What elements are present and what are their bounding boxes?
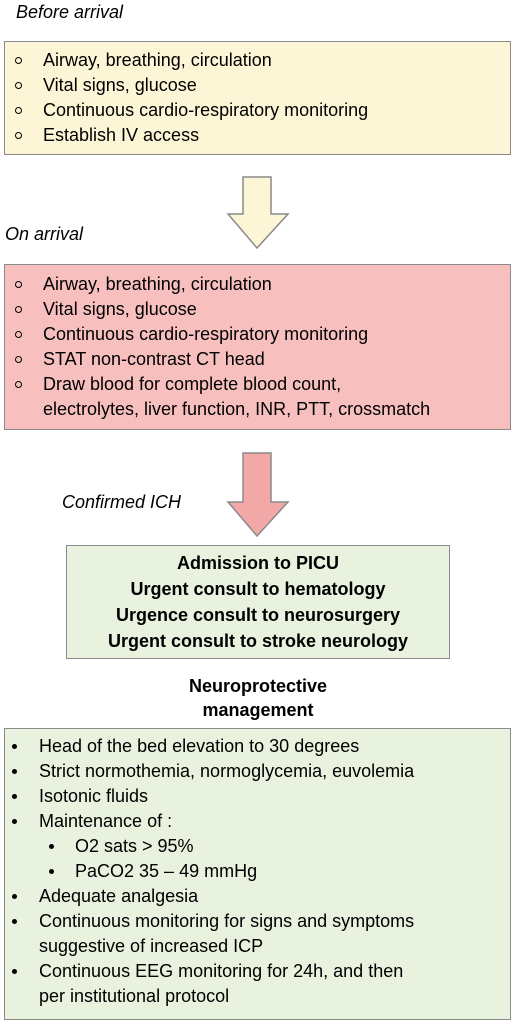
list-item: Establish IV access xyxy=(13,123,368,148)
down-arrow-icon xyxy=(226,452,290,538)
before-arrival-box xyxy=(4,41,511,155)
circle-bullet-icon xyxy=(15,306,22,313)
circle-bullet-icon xyxy=(15,356,22,363)
bullet-icon xyxy=(12,969,17,974)
list-item-continuation: per institutional protocol xyxy=(39,986,230,1006)
list-item: Airway, breathing, circulation xyxy=(13,272,430,297)
bullet-icon xyxy=(12,794,17,799)
list-item: Continuous cardio-respiratory monitoring xyxy=(13,98,368,123)
list-item: Continuous monitoring for signs and symp… xyxy=(9,909,414,934)
circle-bullet-icon xyxy=(15,82,22,89)
on-arrival-list: Airway, breathing, circulation Vital sig… xyxy=(13,272,430,422)
neuroprotective-list: Head of the bed elevation to 30 degrees … xyxy=(9,734,414,1009)
bullet-icon xyxy=(49,844,54,849)
bullet-icon xyxy=(12,819,17,824)
bullet-icon xyxy=(12,894,17,899)
list-item: STAT non-contrast CT head xyxy=(13,347,430,372)
list-item: Strict normothemia, normoglycemia, euvol… xyxy=(9,759,414,784)
list-item-continuation: electrolytes, liver function, INR, PTT, … xyxy=(43,399,431,419)
list-item: Adequate analgesia xyxy=(9,884,414,909)
on-arrival-box xyxy=(4,264,511,430)
circle-bullet-icon xyxy=(15,57,22,64)
action-line: Urgence consult to neurosurgery xyxy=(115,605,401,625)
action-line: Urgent consult to stroke neurology xyxy=(107,631,409,651)
circle-bullet-icon xyxy=(15,107,22,114)
confirmed-actions-box xyxy=(66,545,450,659)
sub-list-item: O2 sats > 95% xyxy=(9,834,414,859)
list-item: Continuous cardio-respiratory monitoring xyxy=(13,322,430,347)
list-item: Maintenance of : xyxy=(9,809,414,834)
list-item: Draw blood for complete blood count, xyxy=(13,372,430,397)
list-item: Vital signs, glucose xyxy=(13,297,430,322)
down-arrow-icon xyxy=(226,176,290,250)
list-item: Airway, breathing, circulation xyxy=(13,48,368,73)
bullet-icon xyxy=(49,869,54,874)
bullet-icon xyxy=(12,744,17,749)
circle-bullet-icon xyxy=(15,281,22,288)
before-arrival-label: Before arrival xyxy=(16,2,124,22)
bullet-icon xyxy=(12,919,17,924)
neuroprotective-box xyxy=(4,728,511,1020)
action-line: Urgent consult to hematology xyxy=(130,579,386,599)
list-item: Vital signs, glucose xyxy=(13,73,368,98)
list-item: Isotonic fluids xyxy=(9,784,414,809)
list-item: Head of the bed elevation to 30 degrees xyxy=(9,734,414,759)
list-item-continuation: suggestive of increased ICP xyxy=(39,936,264,956)
circle-bullet-icon xyxy=(15,132,22,139)
sub-list-item: PaCO2 35 – 49 mmHg xyxy=(9,859,414,884)
on-arrival-label: On arrival xyxy=(5,224,84,244)
action-line: Admission to PICU xyxy=(176,553,339,573)
before-arrival-list: Airway, breathing, circulation Vital sig… xyxy=(13,48,368,148)
bullet-icon xyxy=(12,769,17,774)
circle-bullet-icon xyxy=(15,331,22,338)
confirmed-actions-text: Admission to PICU Urgent consult to hema… xyxy=(66,550,450,654)
list-item: Continuous EEG monitoring for 24h, and t… xyxy=(9,959,414,984)
neuroprotective-heading: Neuroprotective management xyxy=(188,676,328,720)
confirmed-ich-label: Confirmed ICH xyxy=(62,492,182,512)
circle-bullet-icon xyxy=(15,381,22,388)
